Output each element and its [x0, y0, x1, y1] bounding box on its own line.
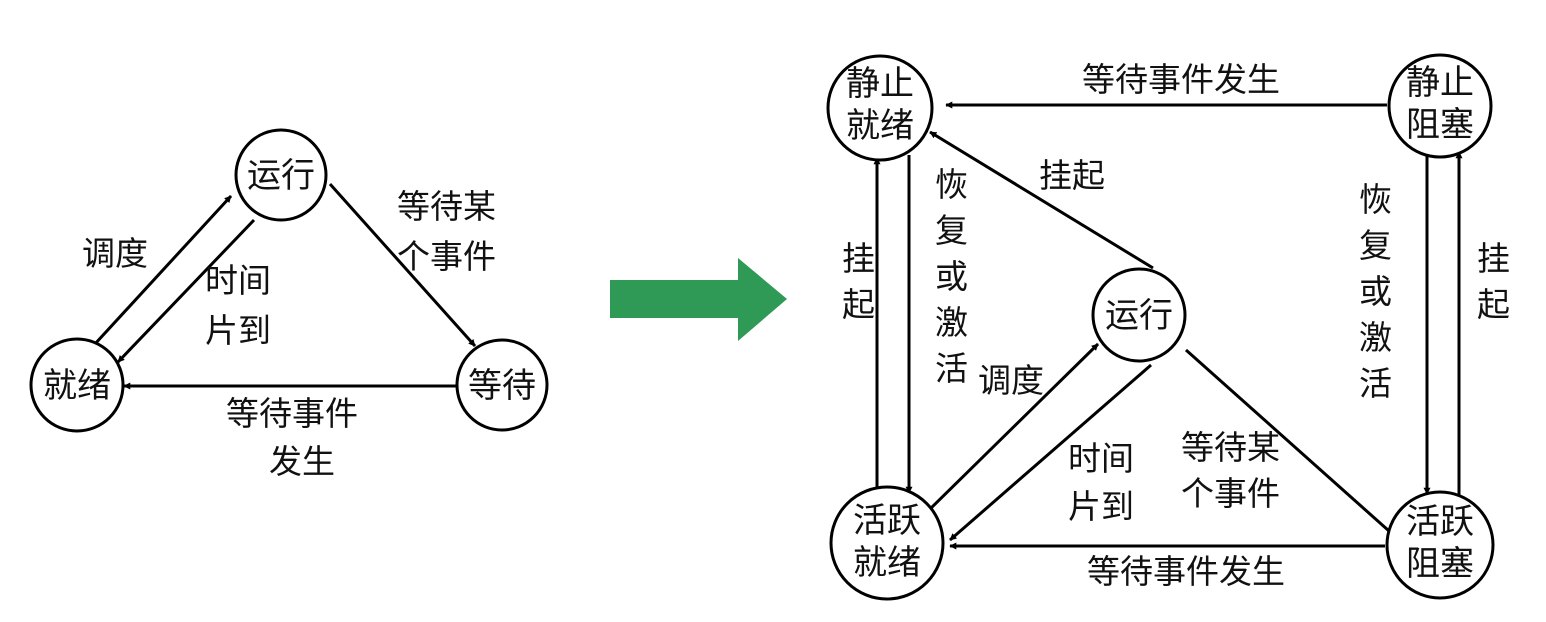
label-resume-right-2: 复 — [1359, 226, 1392, 265]
edge-timeslice — [949, 363, 1152, 542]
label-resume-left-1: 恢 — [935, 165, 968, 204]
label-bottom-event-occurs: 等待事件发生 — [1087, 552, 1285, 591]
label-top-event-occurs: 等待事件发生 — [1082, 60, 1280, 99]
label-resume-right-4: 激 — [1359, 318, 1392, 357]
node-waiting: 等待 — [455, 338, 549, 432]
node-static-blocked-label-2: 阻塞 — [1406, 105, 1474, 145]
node-active-ready-label-2: 就绪 — [853, 543, 921, 583]
label-wait-event-2: 个事件 — [397, 237, 496, 276]
label-dispatch-right: 调度 — [978, 361, 1044, 400]
label-suspend-diag: 挂起 — [1039, 156, 1105, 195]
label-suspend-right-1: 挂 — [1477, 239, 1510, 278]
edge-timeslice — [116, 218, 256, 364]
label-dispatch: 调度 — [82, 234, 148, 273]
node-active-blocked: 活跃 阻塞 — [1385, 490, 1495, 600]
label-resume-right-5: 活 — [1359, 364, 1392, 403]
right-diagram: 静止 就绪 静止 阻塞 运行 活跃 就绪 活跃 阻塞 等待事件发生 等待事件发生… — [826, 53, 1510, 601]
node-running-label: 运行 — [247, 156, 315, 196]
label-resume-left-3: 或 — [935, 257, 968, 296]
node-running-right: 运行 — [1091, 267, 1187, 363]
node-static-ready-label-1: 静止 — [846, 64, 914, 104]
label-wait-event-right-1: 等待某 — [1181, 428, 1280, 467]
node-active-ready-label-1: 活跃 — [853, 501, 921, 541]
node-static-blocked-label-1: 静止 — [1406, 63, 1474, 103]
transition-arrow — [610, 258, 787, 341]
node-static-ready: 静止 就绪 — [826, 54, 934, 162]
label-event-occurs-2: 发生 — [269, 442, 335, 481]
node-ready: 就绪 — [29, 337, 125, 433]
node-static-blocked: 静止 阻塞 — [1387, 53, 1493, 159]
node-static-ready-label-2: 就绪 — [846, 106, 914, 146]
label-resume-right-3: 或 — [1359, 272, 1392, 311]
label-timeslice-2: 片到 — [205, 311, 271, 350]
edge-dispatch — [92, 194, 233, 347]
edge-dispatch — [925, 342, 1100, 514]
label-resume-right-1: 恢 — [1359, 180, 1392, 219]
node-running: 运行 — [234, 128, 328, 222]
node-ready-label: 就绪 — [43, 366, 111, 406]
edge-suspend-diag — [929, 130, 1154, 270]
left-diagram: 运行 就绪 等待 调度 时间 片到 等待某 个事件 等待事件 发生 — [29, 128, 549, 481]
node-active-blocked-label-2: 阻塞 — [1406, 544, 1474, 584]
label-resume-left-5: 活 — [935, 349, 968, 388]
node-waiting-label: 等待 — [468, 366, 536, 406]
node-running-right-label: 运行 — [1105, 296, 1173, 336]
label-timeslice-1: 时间 — [205, 261, 271, 300]
label-event-occurs-1: 等待事件 — [226, 394, 358, 433]
label-suspend-left-1: 挂 — [842, 239, 875, 278]
node-active-blocked-label-1: 活跃 — [1406, 502, 1474, 542]
label-wait-event-1: 等待某 — [397, 187, 496, 226]
label-timeslice-right-2: 片到 — [1068, 487, 1134, 526]
label-wait-event-right-2: 个事件 — [1181, 474, 1280, 513]
edge-wait-event — [328, 182, 477, 348]
label-resume-left-2: 复 — [935, 211, 968, 250]
node-active-ready: 活跃 就绪 — [829, 485, 945, 601]
edge-wait-event — [1185, 348, 1399, 541]
label-resume-left-4: 激 — [935, 303, 968, 342]
label-suspend-left-2: 起 — [842, 285, 875, 324]
label-timeslice-right-1: 时间 — [1068, 439, 1134, 478]
label-suspend-right-2: 起 — [1477, 285, 1510, 324]
